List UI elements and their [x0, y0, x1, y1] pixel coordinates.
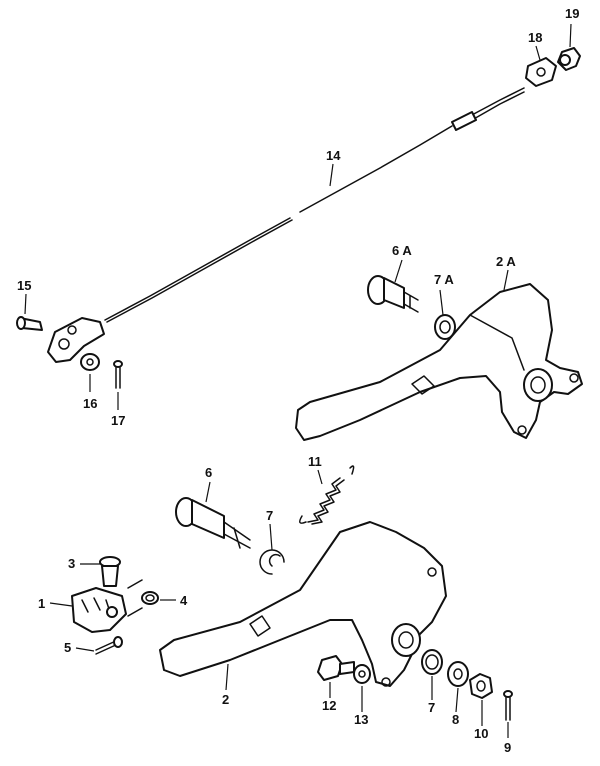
- callout-5: 5: [64, 640, 71, 655]
- callout-3: 3: [68, 556, 75, 571]
- callout-18: 18: [528, 30, 542, 45]
- callout-1: 1: [38, 596, 45, 611]
- part-18-cable-end: [525, 45, 557, 87]
- part-16-washer: [80, 353, 100, 392]
- part-5-bolt: [75, 636, 123, 655]
- part-10-nut: [469, 673, 493, 726]
- part-11-return-spring: [299, 465, 355, 525]
- part-6-pivot-bolt: [175, 481, 251, 549]
- callout-17: 17: [111, 413, 125, 428]
- part-13-washer: [353, 664, 371, 712]
- part-17-cotter-pin: [113, 360, 123, 410]
- part-12-bolt: [317, 655, 355, 698]
- part-6a-pivot-bolt: [367, 259, 419, 313]
- callout-7a: 7 A: [434, 272, 454, 287]
- callout-13: 13: [354, 712, 368, 727]
- callout-6: 6: [205, 465, 212, 480]
- part-7-circlip: [259, 523, 285, 575]
- part-7-o-ring: [421, 649, 443, 700]
- part-19-end-fitting: [557, 23, 581, 71]
- part-4-spring: [127, 579, 176, 617]
- part-9-cotter-pin: [503, 690, 513, 738]
- part-15-clevis-pin: [16, 293, 43, 331]
- callout-6a: 6 A: [392, 243, 412, 258]
- callout-9: 9: [504, 740, 511, 755]
- callout-7b: 7: [428, 700, 435, 715]
- callout-8: 8: [452, 712, 459, 727]
- callout-15: 15: [17, 278, 31, 293]
- part-2a-brake-pedal: [295, 269, 583, 441]
- callout-4: 4: [180, 593, 188, 608]
- part-8-washer: [447, 661, 469, 713]
- part-7a-washer: [434, 289, 456, 340]
- callout-19: 19: [565, 6, 579, 21]
- callout-2a: 2 A: [496, 254, 516, 269]
- part-14-brake-cable: [104, 87, 525, 323]
- part-clevis: [47, 317, 105, 363]
- part-3-pin: [80, 556, 121, 587]
- callout-14: 14: [326, 148, 341, 163]
- callout-16: 16: [83, 396, 97, 411]
- callout-7: 7: [266, 508, 273, 523]
- part-2-brake-pedal: [159, 521, 447, 691]
- callout-12: 12: [322, 698, 336, 713]
- callout-11: 11: [308, 454, 322, 469]
- callout-2: 2: [222, 692, 229, 707]
- callout-10: 10: [474, 726, 488, 741]
- part-1-pedal-tip: [49, 587, 127, 633]
